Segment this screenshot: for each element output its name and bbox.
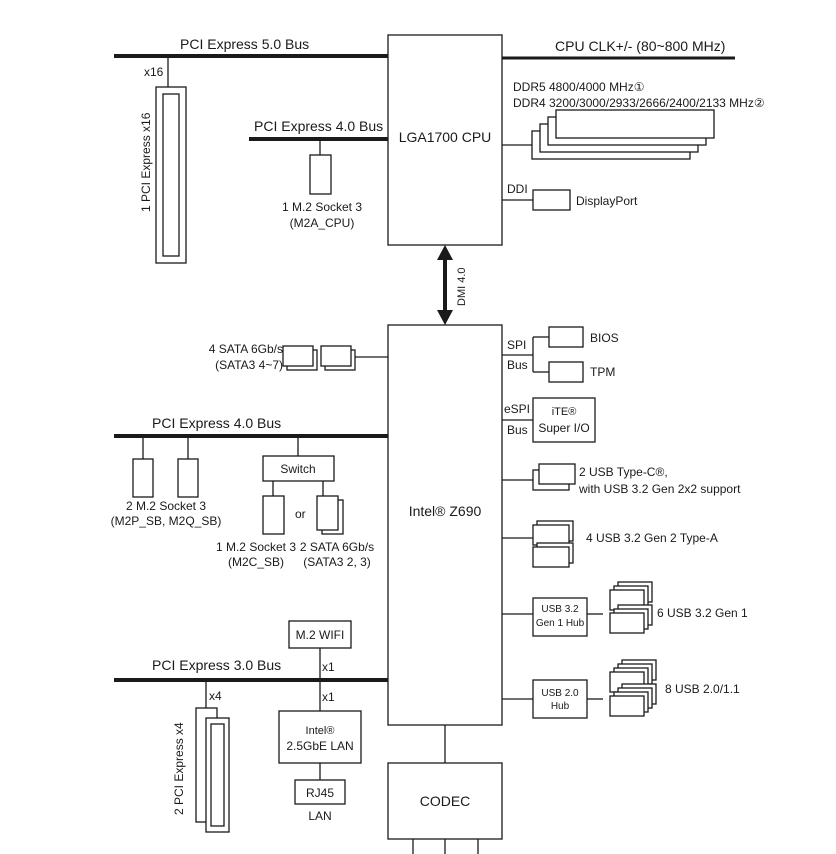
pcie4-pch-bus-label: PCI Express 4.0 Bus [152,415,281,431]
usb-gen2-label: 4 USB 3.2 Gen 2 Type-A [586,531,718,545]
espi-bus-label: Bus [507,423,528,437]
pcie-x16-label: 1 PCI Express x16 [139,112,153,212]
lan-label-2: 2.5GbE LAN [286,739,353,753]
usb2-hub-label-1: USB 2.0 [541,688,579,699]
m2c-label-2: (M2C_SB) [228,555,284,569]
displayport-label: DisplayPort [576,194,638,208]
m2q-socket [177,458,199,498]
m2-wifi-box [288,620,352,649]
switch-box [262,455,335,482]
m2p-socket [132,458,154,498]
lan-controller-box [278,710,362,764]
m2a-label-2: (M2A_CPU) [290,216,355,230]
usb2-hub-label-2: Hub [551,701,570,712]
dmi-label: DMI 4.0 [456,267,468,306]
espi-label: eSPI [504,402,530,416]
pch-box [387,324,503,726]
pcie-x4-label: 2 PCI Express x4 [172,722,186,815]
rj45-box [294,779,346,805]
m2a-socket [309,154,332,195]
usb-typec-ports [532,463,576,491]
displayport-box [532,189,571,211]
sata47-label-2: (SATA3 4~7) [215,358,283,372]
usb2-ports [609,659,657,717]
usb2-label: 8 USB 2.0/1.1 [665,682,740,696]
x16-label: x16 [144,65,164,79]
m2pq-label-1: 2 M.2 Socket 3 [126,499,206,513]
cpu-label: LGA1700 CPU [399,129,492,145]
pcie5-bus-label: PCI Express 5.0 Bus [180,36,309,52]
spi-bus-label: Bus [507,358,528,372]
pch-label: Intel® Z690 [409,503,482,519]
m2c-label-1: 1 M.2 Socket 3 [216,540,296,554]
usb3-hub-label-1: USB 3.2 [541,604,579,615]
m2-wifi-label: M.2 WIFI [296,628,345,642]
or-label: or [295,507,306,521]
lan-label-1: Intel® [306,725,335,737]
lan-port-label: LAN [308,809,331,823]
cpu-clk-label: CPU CLK+/- (80~800 MHz) [555,38,725,54]
pcie4-cpu-bus-label: PCI Express 4.0 Bus [254,118,383,134]
pcie-x4-slots [195,707,230,833]
x4-label: x4 [209,689,222,703]
pcie3-bus-label: PCI Express 3.0 Bus [152,657,281,673]
tpm-box [548,361,584,383]
spi-label: SPI [507,338,526,352]
usb-gen2-ports [532,520,574,568]
sata23-connectors [316,495,344,535]
dmi-arrow-down-icon [437,310,453,325]
dmi-arrow-up-icon [437,245,453,260]
sata23-label-1: 2 SATA 6Gb/s [300,540,374,554]
wifi-x1b-label: x1 [322,690,335,704]
switch-label: Switch [280,462,315,476]
ddi-label: DDI [507,182,528,196]
bios-box [548,326,584,348]
sata23-label-2: (SATA3 2, 3) [303,555,371,569]
m2a-label-1: 1 M.2 Socket 3 [282,200,362,214]
usb3-hub-box [532,597,588,637]
ddr4-label: DDR4 3200/3000/2933/2666/2400/2133 MHz② [513,96,765,110]
bios-label: BIOS [590,331,619,345]
super-io-box [532,397,596,443]
m2c-socket [262,495,285,535]
tpm-label: TPM [590,365,615,379]
dimm-stack [531,109,715,160]
wifi-x1a-label: x1 [322,660,335,674]
ddr5-label: DDR5 4800/4000 MHz① [513,80,644,94]
super-io-label-1: iTE® [552,406,577,418]
usb-gen1-ports [609,581,653,634]
codec-box [387,762,503,840]
codec-label: CODEC [420,793,471,809]
super-io-label-2: Super I/O [538,421,589,435]
usb3-hub-label-2: Gen 1 Hub [536,618,585,629]
m2pq-label-2: (M2P_SB, M2Q_SB) [111,514,222,528]
usb-typec-label-2: with USB 3.2 Gen 2x2 support [578,482,741,496]
sata47-label-1: 4 SATA 6Gb/s [209,342,283,356]
usb-typec-label-1: 2 USB Type-C®, [579,465,668,479]
usb2-hub-box [532,679,588,719]
sata47-connectors [282,345,356,371]
usb-gen1-label: 6 USB 3.2 Gen 1 [657,606,748,620]
rj45-label: RJ45 [306,786,334,800]
